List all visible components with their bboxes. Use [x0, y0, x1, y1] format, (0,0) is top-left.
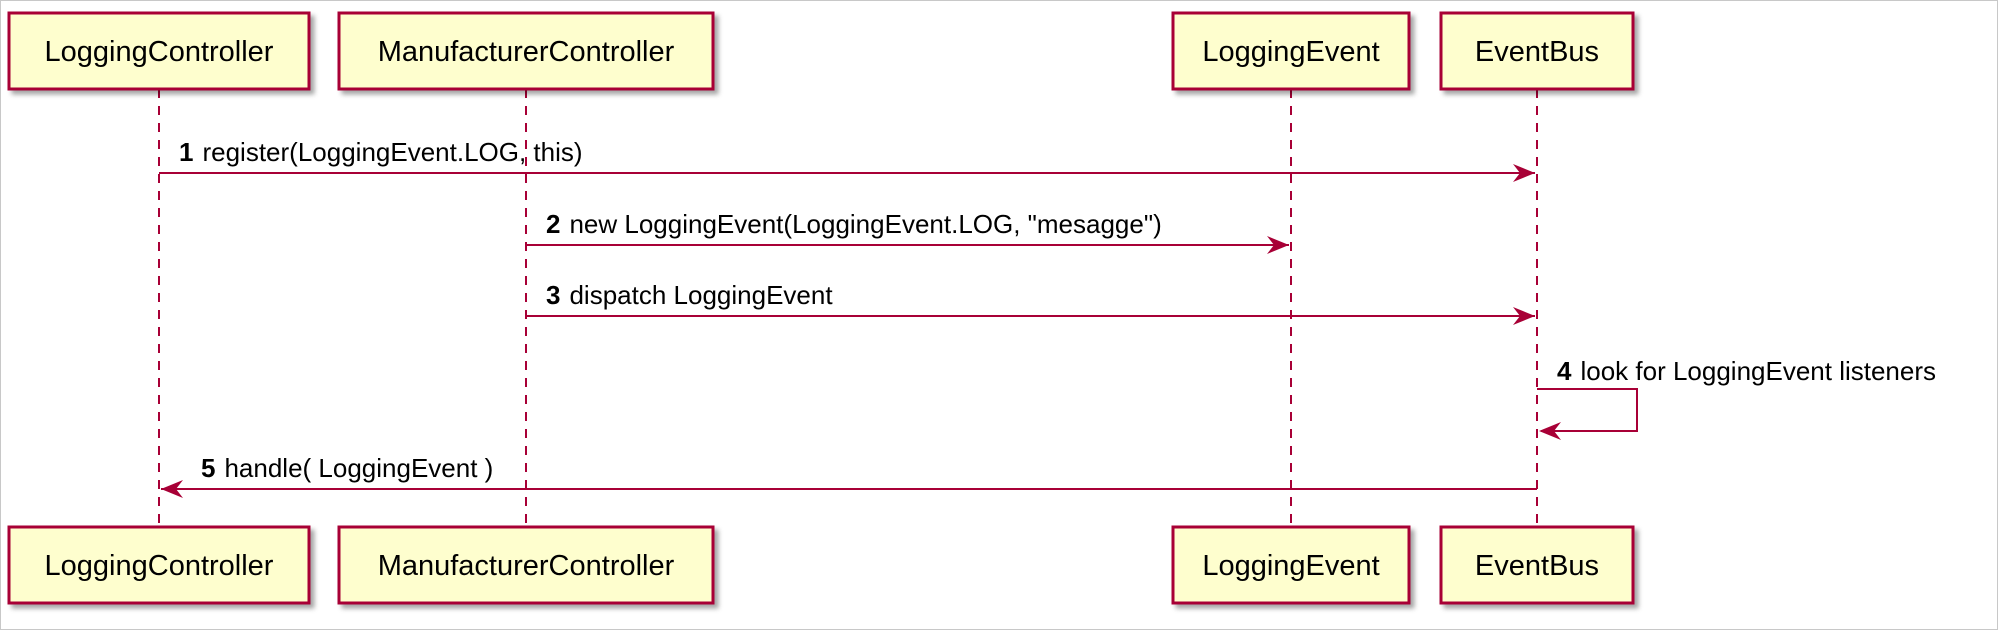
arrowhead — [1513, 164, 1535, 182]
message-3[interactable]: 3 dispatch LoggingEvent — [526, 280, 1535, 325]
message-text: register(LoggingEvent.LOG, this) — [202, 137, 582, 167]
message-number: 2 — [546, 209, 560, 239]
participant-label: LoggingEvent — [1202, 550, 1379, 582]
message-label: 2 new LoggingEvent(LoggingEvent.LOG, "mes… — [546, 209, 1162, 239]
message-5[interactable]: 5 handle( LoggingEvent ) — [161, 453, 1537, 498]
message-label: 5 handle( LoggingEvent ) — [201, 453, 493, 483]
participant-label: ManufacturerController — [378, 36, 675, 68]
arrowhead — [1513, 307, 1535, 325]
message-label: 3 dispatch LoggingEvent — [546, 280, 833, 310]
participant-box — [1171, 525, 1411, 605]
participant-eb-bottom[interactable]: EventBus — [1439, 525, 1635, 605]
participants: LoggingControllerLoggingControllerManufa… — [7, 11, 1635, 605]
participant-lc-bottom[interactable]: LoggingController — [7, 525, 311, 605]
participant-eb-top[interactable]: EventBus — [1439, 11, 1635, 91]
message-number: 5 — [201, 453, 215, 483]
arrowhead — [161, 480, 183, 498]
participant-label: EventBus — [1475, 550, 1599, 582]
participant-box — [1171, 11, 1411, 91]
participant-box — [7, 11, 311, 91]
message-text: dispatch LoggingEvent — [569, 280, 833, 310]
participant-box — [1439, 11, 1635, 91]
message-label: 1 register(LoggingEvent.LOG, this) — [179, 137, 583, 167]
message-text: handle( LoggingEvent ) — [224, 453, 493, 483]
participant-le-bottom[interactable]: LoggingEvent — [1171, 525, 1411, 605]
message-number: 4 — [1557, 356, 1572, 386]
message-number: 1 — [179, 137, 193, 167]
participant-label: LoggingEvent — [1202, 36, 1379, 68]
message-4[interactable]: 4 look for LoggingEvent listeners — [1537, 356, 1936, 440]
participant-box — [7, 525, 311, 605]
participant-mc-top[interactable]: ManufacturerController — [337, 11, 715, 91]
arrowhead — [1267, 236, 1289, 254]
participant-box — [1439, 525, 1635, 605]
message-2[interactable]: 2 new LoggingEvent(LoggingEvent.LOG, "mes… — [526, 209, 1289, 254]
participant-label: LoggingController — [45, 550, 274, 582]
message-line — [1537, 388, 1638, 432]
participant-label: EventBus — [1475, 36, 1599, 68]
message-text: look for LoggingEvent listeners — [1580, 356, 1936, 386]
participant-lc-top[interactable]: LoggingController — [7, 11, 311, 91]
participant-label: ManufacturerController — [378, 550, 675, 582]
participant-label: LoggingController — [45, 36, 274, 68]
message-label: 4 look for LoggingEvent listeners — [1557, 356, 1936, 386]
message-1[interactable]: 1 register(LoggingEvent.LOG, this) — [159, 137, 1535, 182]
participant-le-top[interactable]: LoggingEvent — [1171, 11, 1411, 91]
messages: 1 register(LoggingEvent.LOG, this) 2 new Lo… — [159, 137, 1936, 498]
participant-box — [337, 11, 715, 91]
arrowhead — [1539, 422, 1561, 440]
message-number: 3 — [546, 280, 560, 310]
participant-mc-bottom[interactable]: ManufacturerController — [337, 525, 715, 605]
participant-box — [337, 525, 715, 605]
lifelines — [158, 89, 1538, 527]
message-text: new LoggingEvent(LoggingEvent.LOG, "mesa… — [569, 209, 1161, 239]
